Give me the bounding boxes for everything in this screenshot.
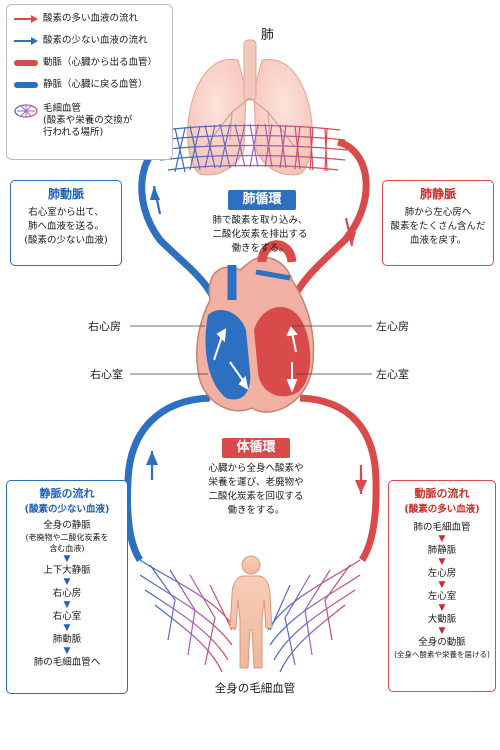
- vena-cava-vessel: [124, 394, 211, 562]
- right-atrium-label: 右心房: [88, 320, 121, 333]
- pulmonary-circulation-title: 肺循環: [228, 190, 296, 210]
- systemic-circulation-title: 体循環: [222, 438, 290, 458]
- arterial-flow-subtitle: (酸素の多い血液): [404, 504, 480, 515]
- right-ventricle-label: 右心室: [90, 368, 123, 381]
- venous-step: 肺動脈: [52, 634, 82, 645]
- arterial-step: 肺静脈: [427, 545, 457, 556]
- pulmonary-vein-title: 肺静脈: [419, 187, 456, 201]
- human-figure: [229, 555, 273, 669]
- down-arrow-icon: ▼: [63, 554, 71, 564]
- down-arrow-icon: ▼: [63, 623, 71, 633]
- pulmonary-vein-vessel: [286, 138, 370, 307]
- down-arrow-icon: ▼: [438, 534, 446, 544]
- pulmonary-vein-box: 肺静脈 肺から左心房へ 酸素をたくさん含んだ 血液を戻す。: [382, 180, 494, 266]
- flow-arrows: [146, 185, 367, 494]
- down-arrow-icon: ▼: [63, 600, 71, 610]
- down-arrow-icon: ▼: [63, 577, 71, 587]
- arterial-step: 全身の動脈: [418, 637, 466, 648]
- left-atrium-label: 左心房: [376, 320, 409, 333]
- body-capillaries-label: 全身の毛細血管: [214, 681, 296, 695]
- legend-oxygen-rich: 酸素の多い血液の流れ: [13, 13, 138, 26]
- legend-artery: 動脈（心臓から出る血管）: [13, 57, 157, 70]
- legend-capillary: 毛細血管 (酸素や栄養の交換が 行われる場所): [13, 103, 132, 139]
- arterial-flow-box: 動脈の流れ (酸素の多い血液) 肺の毛細血管 ▼ 肺静脈 ▼ 左心房 ▼ 左心室…: [388, 480, 496, 692]
- venous-step: 右心房: [52, 588, 82, 599]
- venous-flow-box: 静脈の流れ (酸素の少ない血液) 全身の静脈 (老廃物や二酸化炭素を 含む血液)…: [6, 480, 128, 694]
- capillary-net-icon: [14, 104, 38, 118]
- pulmonary-circulation-desc: 肺で酸素を取り込み、 二酸化炭素を排出する 働きをする。: [212, 215, 308, 254]
- venous-step: 肺の毛細血管へ: [33, 657, 101, 668]
- red-arrow-icon: [14, 15, 38, 23]
- artery-swatch-icon: [14, 60, 38, 66]
- arterial-step: 大動脈: [427, 614, 457, 625]
- down-arrow-icon: ▼: [438, 557, 446, 567]
- arterial-step: 左心室: [427, 591, 457, 602]
- venous-flow-subtitle: (酸素の少ない血液): [24, 504, 110, 515]
- arterial-step: 左心房: [427, 568, 457, 579]
- legend-oxygen-poor: 酸素の少ない血液の流れ: [13, 35, 148, 48]
- venous-step: 全身の静脈: [43, 520, 91, 531]
- down-arrow-icon: ▼: [438, 603, 446, 613]
- pulmonary-artery-title: 肺動脈: [47, 187, 84, 201]
- venous-flow-title: 静脈の流れ: [39, 487, 95, 500]
- aorta-vessel: [299, 394, 380, 562]
- left-ventricle-label: 左心室: [376, 368, 409, 381]
- arterial-flow-title: 動脈の流れ: [414, 487, 470, 500]
- legend: 酸素の多い血液の流れ 酸素の少ない血液の流れ 動脈（心臓から出る血管） 静脈（心…: [6, 4, 173, 160]
- down-arrow-icon: ▼: [438, 580, 446, 590]
- legend-vein: 静脈（心臓に戻る血管）: [13, 79, 148, 92]
- systemic-circulation-desc: 心臓から全身へ酸素や 栄養を運び、老廃物や 二酸化炭素を回収する 働きをする。: [208, 463, 304, 516]
- lungs-label: 肺: [261, 28, 275, 43]
- down-arrow-icon: ▼: [438, 626, 446, 636]
- heart: [195, 240, 315, 413]
- pulmonary-capillaries: [157, 123, 348, 173]
- venous-step: 右心室: [52, 611, 82, 622]
- down-arrow-icon: ▼: [63, 646, 71, 656]
- pulmonary-artery-box: 肺動脈 右心室から出て、 肺へ血液を送る。 (酸素の少ない血液): [10, 180, 122, 266]
- venous-step: 上下大静脈: [43, 565, 91, 576]
- body-capillaries: [139, 559, 361, 673]
- blue-arrow-icon: [14, 37, 38, 45]
- vein-swatch-icon: [14, 82, 38, 88]
- arterial-step: 肺の毛細血管: [413, 522, 471, 533]
